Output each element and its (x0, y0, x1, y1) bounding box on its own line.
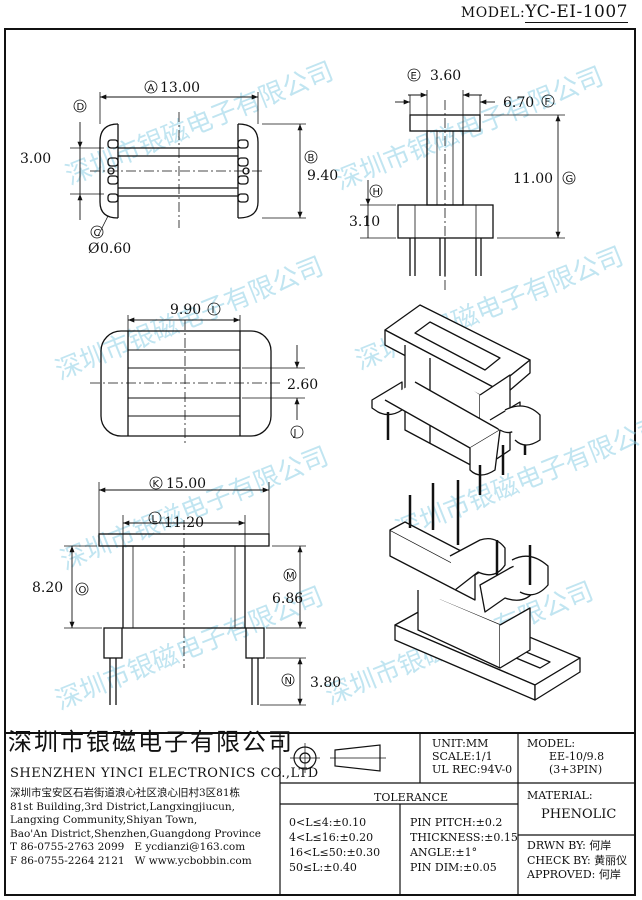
approved-label: APPROVED: (527, 868, 596, 881)
marker-j: J (293, 428, 297, 439)
dim-o-value: 8.20 (32, 580, 63, 596)
dim-h-value: 3.10 (349, 214, 380, 230)
scale: SCALE:1/1 (432, 750, 493, 763)
model-header: MODEL:YC-EI-1007 (460, 2, 628, 23)
tolerance-item: 50≤L:±0.40 (289, 861, 357, 874)
company-address: 深圳市宝安区石岩街道浪心社区浪心旧村3区81栋 81st Building,3r… (10, 787, 261, 868)
model-label: MODEL: (460, 5, 526, 21)
dim-m-value: 6.86 (272, 591, 303, 607)
marker-m: M (286, 571, 295, 582)
approval-box: DRWN BY: 何岸 CHECK BY: 黄丽仪 APPROVED: 何岸 (527, 839, 627, 883)
website: W www.ycbobbin.com (134, 854, 252, 867)
marker-a: A (148, 83, 155, 94)
marker-g: G (566, 174, 574, 185)
tolerance-item: 16<L≤50:±0.30 (289, 846, 381, 859)
marker-k: K (153, 479, 160, 490)
drawn-by: 何岸 (589, 839, 612, 852)
contact-row-1: T 86-0755-2763 2099 E ycdianzi@163.com (10, 841, 261, 855)
address-line: Bao'An District,Shenzhen,Guangdong Provi… (10, 827, 261, 840)
marker-i: I (212, 305, 215, 316)
model-number: YC-EI-1007 (525, 2, 628, 23)
marker-h: H (373, 187, 381, 198)
dim-f-value: 6.70 (503, 95, 534, 111)
email: E ycdianzi@163.com (134, 841, 246, 853)
marker-c: C (94, 228, 101, 239)
title-block-grid (4, 732, 636, 896)
watermark-3: 深圳市银磁电子有限公司 (51, 252, 327, 387)
unit: UNIT:MM (432, 737, 489, 750)
dim-k-value: 15.00 (166, 476, 206, 492)
company-name-cn: 深圳市银磁电子有限公司 (8, 728, 294, 756)
tolerance-item: 0<L≤4:±0.10 (289, 816, 367, 829)
watermark-5: 深圳市银磁电子有限公司 (56, 442, 332, 577)
material-value: PHENOLIC (541, 807, 617, 822)
dim-n-value: 3.80 (310, 675, 341, 691)
dim-l-value: 11.20 (164, 515, 204, 531)
model-box-line1: EE-10/9.8 (549, 750, 605, 763)
side-view (360, 90, 565, 290)
iso-view-lower (389, 480, 581, 701)
address-line: 深圳市宝安区石岩街道浪心社区浪心旧村3区81栋 (10, 787, 241, 799)
dim-e-value: 3.60 (430, 68, 461, 84)
dim-j-value: 2.60 (287, 377, 318, 393)
dim-a-value: 13.00 (160, 80, 200, 96)
title-block: 深圳市银磁电子有限公司 SHENZHEN YINCI ELECTRONICS C… (4, 728, 636, 896)
approved-by: 何岸 (598, 868, 621, 881)
marker-n: N (285, 676, 292, 687)
marker-b: B (308, 153, 315, 164)
model-box-line2: (3+3PIN) (549, 763, 603, 776)
dim-c-value: 0.60 (100, 241, 131, 257)
dim-i-value: 9.90 (170, 302, 201, 318)
tolerance-item: THICKNESS:±0.15 (410, 831, 518, 844)
material-box: MATERIAL: PHENOLIC (527, 789, 616, 821)
model-box-label: MODEL: (527, 737, 576, 750)
tolerance-item: ANGLE:±1° (410, 846, 478, 859)
marker-e: E (411, 71, 417, 82)
spec-units: UNIT:MM SCALE:1/1 UL REC:94V-0 (432, 737, 512, 776)
marker-l: L (152, 514, 158, 525)
drawing-frame (4, 28, 636, 896)
top-view (70, 92, 306, 237)
iso-view-upper (371, 304, 541, 495)
approved-row: APPROVED: 何岸 (527, 868, 627, 883)
dim-b-value: 9.40 (307, 168, 338, 184)
check-row: CHECK BY: 黄丽仪 (527, 854, 627, 869)
tolerance-title: TOLERANCE (374, 791, 448, 804)
drawn-label: DRWN BY: (527, 839, 586, 852)
marker-d: D (77, 102, 85, 113)
tolerance-left: 0<L≤4:±0.10 4<L≤16:±0.20 16<L≤50:±0.30 5… (289, 815, 380, 875)
tolerance-item: PIN PITCH:±0.2 (410, 816, 503, 829)
tolerance-item: PIN DIM:±0.05 (410, 861, 497, 874)
address-line: 81st Building,3rd District,Langxingjiucu… (10, 800, 235, 813)
check-label: CHECK BY: (527, 853, 591, 867)
tolerance-right: PIN PITCH:±0.2 THICKNESS:±0.15 ANGLE:±1°… (410, 815, 518, 875)
tel: T 86-0755-2763 2099 (10, 841, 125, 853)
dim-c-prefix: Ø (88, 241, 99, 257)
tolerance-item: 4<L≤16:±0.20 (289, 831, 374, 844)
address-line: Langxing Community,Shiyan Town, (10, 814, 198, 826)
dim-g-value: 11.00 (513, 171, 553, 187)
fax: F 86-0755-2264 2121 (10, 854, 125, 867)
checked-by: 黄丽仪 (594, 853, 628, 867)
model-box: MODEL: EE-10/9.8 (3+3PIN) (527, 737, 604, 776)
ul-rating: UL REC:94V-0 (432, 763, 513, 776)
drawn-row: DRWN BY: 何岸 (527, 839, 627, 854)
marker-f: F (545, 97, 551, 108)
company-name-en: SHENZHEN YINCI ELECTRONICS CO.,LTD (10, 766, 319, 781)
plan-view (90, 315, 305, 446)
dim-d-value: 3.00 (20, 151, 51, 167)
marker-o: O (79, 585, 87, 596)
front-view (64, 482, 306, 706)
material-label: MATERIAL: (527, 789, 593, 802)
contact-row-2: F 86-0755-2264 2121 W www.ycbobbin.com (10, 855, 261, 869)
